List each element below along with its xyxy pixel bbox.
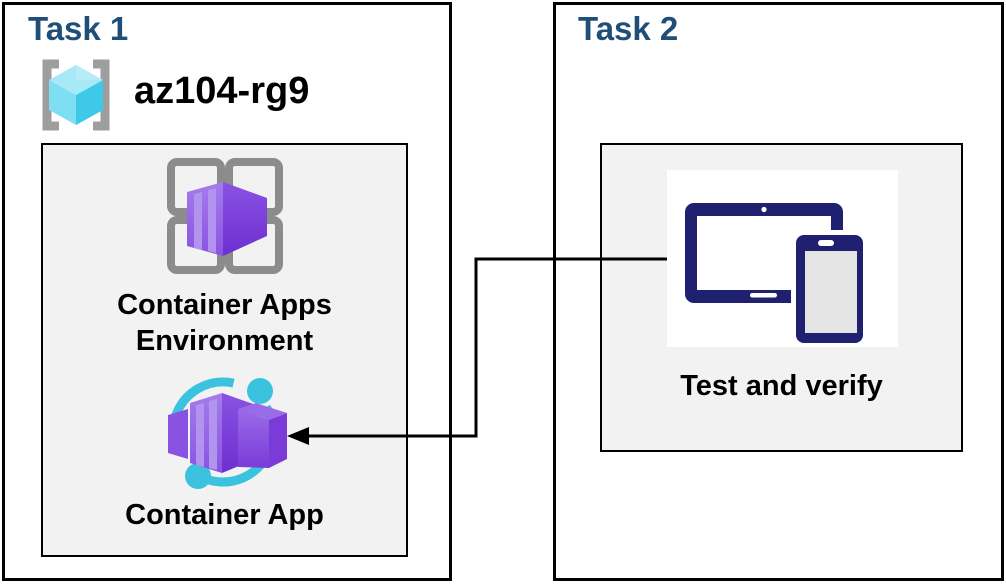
task2-title: Task 2 [578,10,679,47]
devices-icon-plate [667,170,898,347]
container-app-label: Container App [125,499,324,531]
container-apps-environment-icon [167,158,283,274]
resource-group-icon [42,59,110,131]
task1-title: Task 1 [28,10,129,47]
test-and-verify-label: Test and verify [680,370,883,402]
devices-icon [685,203,868,347]
resource-group-name: az104-rg9 [134,70,310,112]
container-apps-environment-label: Container Apps Environment [117,289,332,357]
container-app-icon [168,377,287,489]
